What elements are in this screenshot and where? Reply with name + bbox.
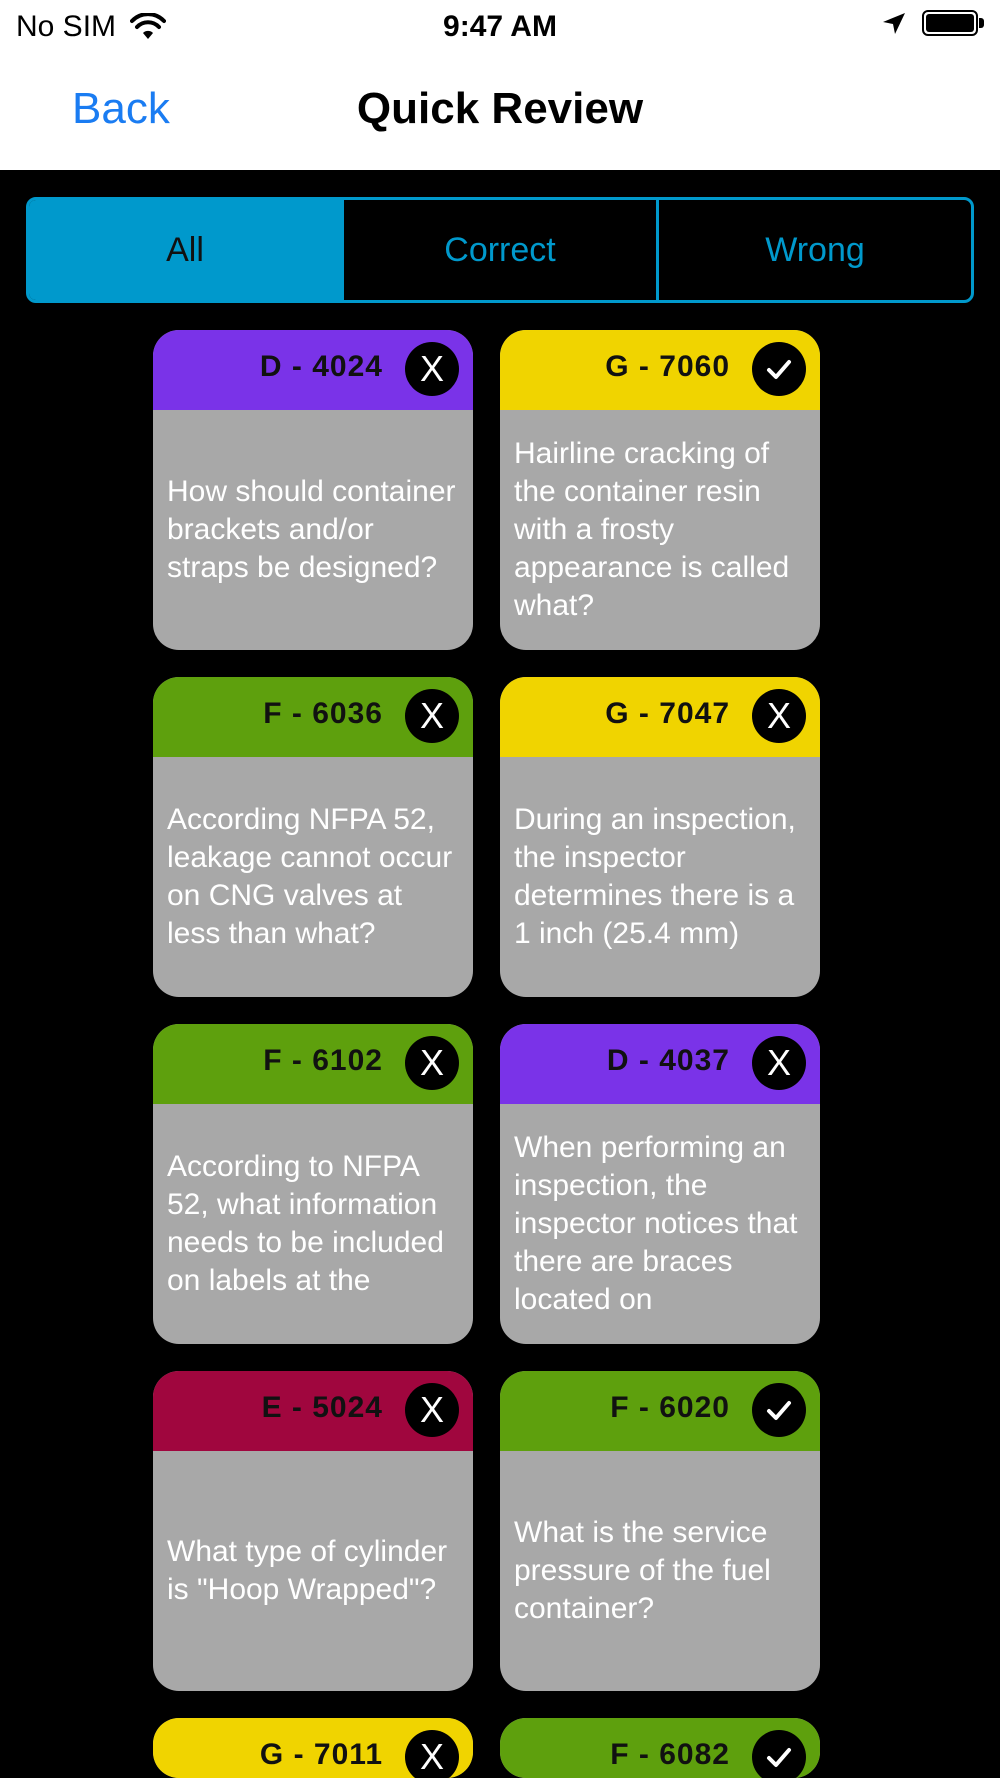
back-button[interactable]: Back	[72, 84, 170, 133]
wifi-icon	[130, 13, 167, 39]
carrier: No SIM	[16, 10, 167, 44]
card-header: G - 7011 X	[153, 1718, 473, 1778]
card-body: During an inspection, the inspector dete…	[500, 757, 820, 997]
question-code: D - 4037	[606, 1044, 730, 1077]
question-card[interactable]: G - 7011 X	[153, 1718, 473, 1778]
question-code: E - 5024	[261, 1391, 383, 1424]
page-title: Quick Review	[356, 84, 644, 133]
card-body: Hairline cracking of the container resin…	[500, 410, 820, 650]
card-body: When performing an inspection, the inspe…	[500, 1104, 820, 1344]
wrong-badge-icon: X	[405, 342, 459, 396]
question-code: G - 7060	[605, 350, 730, 383]
card-header: F - 6082	[500, 1718, 820, 1778]
card-header: F - 6036 X	[153, 677, 473, 757]
question-code: F - 6036	[263, 697, 383, 730]
question-code: D - 4024	[259, 350, 383, 383]
wrong-badge-icon: X	[752, 689, 806, 743]
wrong-badge-icon: X	[405, 689, 459, 743]
card-body: How should container brackets and/or str…	[153, 410, 473, 650]
question-card[interactable]: F - 6020 What is the service pressure of…	[500, 1371, 820, 1691]
navigation-bar: Back Quick Review	[0, 54, 1000, 170]
card-header: D - 4037 X	[500, 1024, 820, 1104]
card-header: F - 6020	[500, 1371, 820, 1451]
filter-segmented-control: All Correct Wrong	[26, 197, 974, 303]
question-code: F - 6082	[610, 1738, 730, 1771]
card-body: What is the service pressure of the fuel…	[500, 1451, 820, 1691]
card-body: According to NFPA 52, what information n…	[153, 1104, 473, 1344]
question-card[interactable]: G - 7047 X During an inspection, the ins…	[500, 677, 820, 997]
checkmark-badge-icon	[752, 342, 806, 396]
wrong-badge-icon: X	[405, 1730, 459, 1778]
question-card[interactable]: F - 6082	[500, 1718, 820, 1778]
location-arrow-icon	[883, 13, 905, 34]
segment-correct[interactable]: Correct	[341, 200, 656, 300]
card-body: According NFPA 52, leakage cannot occur …	[153, 757, 473, 997]
status-bar: No SIM 9:47 AM	[0, 0, 1000, 54]
question-card[interactable]: E - 5024 X What type of cylinder is "Hoo…	[153, 1371, 473, 1691]
question-card[interactable]: D - 4024 X How should container brackets…	[153, 330, 473, 650]
question-card[interactable]: D - 4037 X When performing an inspection…	[500, 1024, 820, 1344]
wrong-badge-icon: X	[752, 1036, 806, 1090]
card-header: E - 5024 X	[153, 1371, 473, 1451]
card-header: G - 7060	[500, 330, 820, 410]
question-card[interactable]: G - 7060 Hairline cracking of the contai…	[500, 330, 820, 650]
wrong-badge-icon: X	[405, 1036, 459, 1090]
question-card[interactable]: F - 6036 X According NFPA 52, leakage ca…	[153, 677, 473, 997]
card-body: What type of cylinder is "Hoop Wrapped"?	[153, 1451, 473, 1691]
battery-icon	[922, 10, 986, 38]
question-text: How should container brackets and/or str…	[167, 475, 456, 584]
question-text: What type of cylinder is "Hoop Wrapped"?	[167, 1535, 448, 1606]
question-text: What is the service pressure of the fuel…	[514, 1516, 771, 1625]
question-code: G - 7047	[605, 697, 730, 730]
clock: 9:47 AM	[443, 10, 557, 43]
checkmark-badge-icon	[752, 1383, 806, 1437]
question-text: When performing an inspection, the inspe…	[514, 1131, 798, 1316]
checkmark-badge-icon	[752, 1730, 806, 1778]
wrong-badge-icon: X	[405, 1383, 459, 1437]
carrier-label: No SIM	[16, 10, 117, 43]
card-header: F - 6102 X	[153, 1024, 473, 1104]
card-header: G - 7047 X	[500, 677, 820, 757]
card-header: D - 4024 X	[153, 330, 473, 410]
question-text: According NFPA 52, leakage cannot occur …	[167, 803, 453, 950]
question-card[interactable]: F - 6102 X According to NFPA 52, what in…	[153, 1024, 473, 1344]
question-code: G - 7011	[259, 1738, 383, 1771]
segment-all[interactable]: All	[29, 200, 341, 300]
segment-wrong[interactable]: Wrong	[656, 200, 971, 300]
question-code: F - 6020	[610, 1391, 730, 1424]
question-text: Hairline cracking of the container resin…	[514, 437, 790, 622]
question-text: During an inspection, the inspector dete…	[514, 803, 796, 950]
question-text: According to NFPA 52, what information n…	[167, 1150, 444, 1297]
question-code: F - 6102	[263, 1044, 383, 1077]
